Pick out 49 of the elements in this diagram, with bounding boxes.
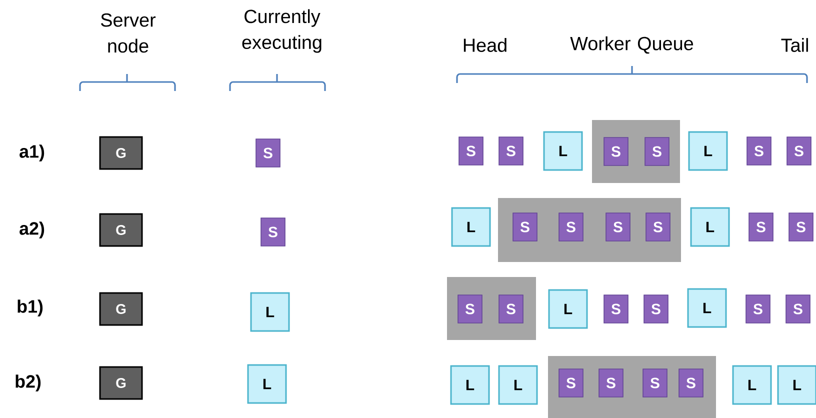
task-tile: L xyxy=(777,365,816,405)
column-heading: Head xyxy=(464,38,506,52)
task-tile: L xyxy=(450,365,490,405)
task-tile: L xyxy=(451,207,491,247)
task-tile: S xyxy=(558,368,584,398)
column-heading: Currently executing xyxy=(242,9,322,53)
task-tile: L xyxy=(688,131,728,171)
task-tile: S xyxy=(678,368,704,398)
server-tile: G xyxy=(99,292,143,326)
task-tile: S xyxy=(746,136,772,166)
task-tile: S xyxy=(512,212,538,242)
task-tile: S xyxy=(786,136,812,166)
task-tile: S xyxy=(598,368,624,398)
task-tile: S xyxy=(558,212,584,242)
task-tile: S xyxy=(498,294,524,324)
task-tile: L xyxy=(548,289,588,329)
row-label: b1) xyxy=(18,300,43,316)
task-tile: S xyxy=(458,136,484,166)
server-tile: G xyxy=(99,136,143,170)
row-label: a2) xyxy=(20,222,44,238)
task-tile: L xyxy=(687,288,727,328)
task-tile: S xyxy=(260,218,286,246)
task-tile: S xyxy=(256,138,280,168)
task-tile: S xyxy=(642,368,668,398)
server-tile: G xyxy=(99,366,143,400)
task-tile: S xyxy=(746,294,770,324)
task-tile: S xyxy=(606,212,630,242)
task-tile: S xyxy=(604,294,628,324)
task-tile: L xyxy=(732,365,772,405)
task-tile: S xyxy=(644,137,670,166)
task-tile: S xyxy=(458,294,482,324)
task-tile: L xyxy=(690,207,730,247)
task-tile: L xyxy=(543,131,583,171)
task-tile: S xyxy=(644,294,668,324)
row-label: b2) xyxy=(16,374,41,392)
row-label: a1) xyxy=(20,144,44,162)
column-heading: Tail xyxy=(781,38,808,52)
task-tile: S xyxy=(646,212,670,242)
column-heading: Worker Queue xyxy=(570,36,694,54)
task-tile: S xyxy=(748,212,774,242)
task-tile: S xyxy=(788,212,814,242)
task-tile: L xyxy=(498,365,538,405)
server-tile: G xyxy=(99,213,143,247)
task-tile: S xyxy=(604,137,628,166)
task-tile: L xyxy=(247,364,287,404)
task-tile: S xyxy=(498,136,524,166)
task-tile: L xyxy=(250,292,290,332)
column-heading: Server node xyxy=(101,13,156,53)
task-tile: S xyxy=(786,294,810,324)
